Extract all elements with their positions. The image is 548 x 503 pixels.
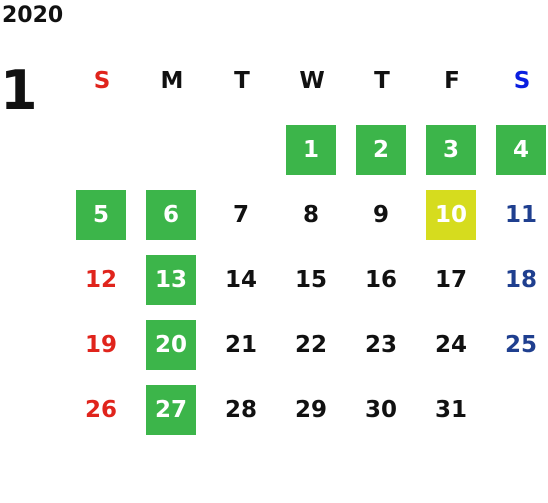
calendar-day[interactable]: 7 (232, 202, 249, 228)
calendar-day[interactable]: 22 (294, 332, 327, 358)
weekday-thursday: T (374, 68, 390, 94)
calendar-day[interactable]: 25 (504, 332, 537, 358)
calendar-day[interactable]: 12 (84, 267, 117, 293)
calendar-day[interactable]: 24 (434, 332, 467, 358)
calendar-day[interactable]: 28 (224, 397, 257, 423)
weekday-sunday: S (93, 68, 111, 94)
calendar-day[interactable]: 21 (224, 332, 257, 358)
calendar-day[interactable]: 23 (364, 332, 397, 358)
calendar-day[interactable]: 11 (504, 202, 537, 228)
weekday-header: S M T W T F S (0, 60, 548, 102)
calendar-day[interactable]: 6 (146, 190, 196, 240)
calendar-day[interactable]: 14 (224, 267, 257, 293)
calendar-day[interactable]: 13 (146, 255, 196, 305)
calendar-day[interactable]: 5 (76, 190, 126, 240)
calendar-day[interactable]: 19 (84, 332, 117, 358)
weekday-wednesday: W (299, 68, 325, 94)
calendar-day[interactable]: 26 (84, 397, 117, 423)
calendar-day[interactable]: 31 (434, 397, 467, 423)
calendar-day[interactable]: 3 (426, 125, 476, 175)
calendar-day[interactable]: 9 (372, 202, 389, 228)
calendar-day[interactable]: 20 (146, 320, 196, 370)
calendar-day[interactable]: 8 (302, 202, 319, 228)
calendar-day[interactable]: 29 (294, 397, 327, 423)
calendar-day[interactable]: 30 (364, 397, 397, 423)
weekday-saturday: S (513, 68, 531, 94)
calendar-day[interactable]: 27 (146, 385, 196, 435)
calendar-day[interactable]: 1 (286, 125, 336, 175)
calendar-day[interactable]: 4 (496, 125, 546, 175)
calendar-day[interactable]: 10 (426, 190, 476, 240)
weekday-tuesday: T (234, 68, 250, 94)
month-label: 1 (0, 59, 38, 122)
calendar-day[interactable]: 17 (434, 267, 467, 293)
calendar-day[interactable]: 16 (364, 267, 397, 293)
year-label: 2020 (2, 3, 64, 28)
weekday-monday: M (160, 68, 184, 94)
calendar-day[interactable]: 15 (294, 267, 327, 293)
calendar-day[interactable]: 2 (356, 125, 406, 175)
weekday-friday: F (444, 68, 460, 94)
calendar-day[interactable]: 18 (504, 267, 537, 293)
